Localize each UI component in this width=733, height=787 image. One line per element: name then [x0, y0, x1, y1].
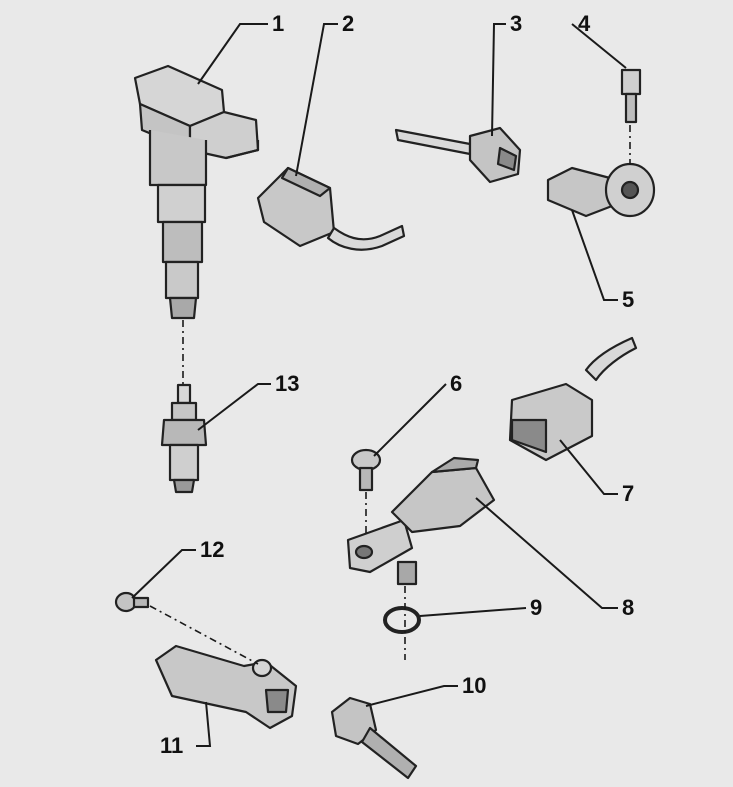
connector-7-part — [508, 336, 638, 462]
assembly-axis-lines — [149, 125, 631, 665]
o-ring-9-part — [383, 606, 421, 634]
callout-label-13: 13 — [275, 371, 299, 396]
callout-label-9: 9 — [530, 595, 542, 620]
screw-12-part — [114, 591, 150, 613]
sensor-10-part — [330, 696, 418, 780]
callout-leaders — [131, 23, 627, 747]
ignition-coil-part — [133, 64, 260, 320]
callout-label-3: 3 — [510, 11, 522, 36]
callout-label-11: 11 — [160, 733, 183, 758]
callout-label-12: 12 — [200, 537, 224, 562]
callout-label-5: 5 — [622, 287, 634, 312]
bolt-4-part — [620, 68, 642, 124]
sender-11-part — [154, 644, 298, 730]
knock-sensor-5-part — [546, 162, 656, 218]
callout-label-7: 7 — [622, 481, 634, 506]
screw-6-part — [350, 448, 382, 492]
sensor-8-part — [346, 456, 496, 586]
callout-label-1: 1 — [272, 11, 284, 36]
callout-label-8: 8 — [622, 595, 634, 620]
callout-label-6: 6 — [450, 371, 462, 396]
callout-label-10: 10 — [462, 673, 486, 698]
connector-2-part — [256, 166, 406, 251]
callout-labels: 1 2 3 4 5 6 7 8 9 10 11 12 13 — [160, 11, 634, 758]
spark-plug-part — [160, 383, 208, 494]
connector-3-part — [394, 126, 522, 184]
callout-label-4: 4 — [578, 11, 591, 36]
callout-label-2: 2 — [342, 11, 354, 36]
